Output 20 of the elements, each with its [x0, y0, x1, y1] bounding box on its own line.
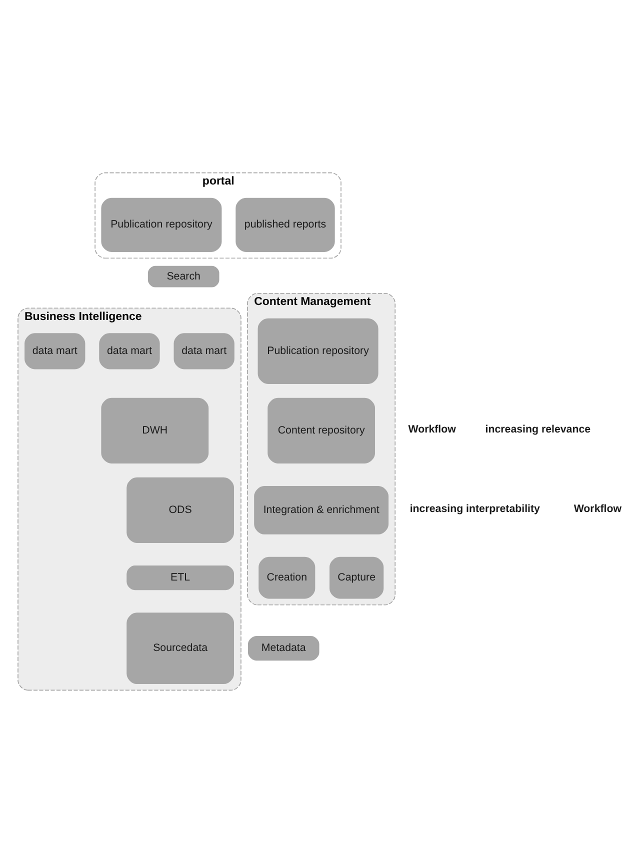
node-box: DWH — [101, 398, 209, 464]
node-box: data mart — [24, 333, 86, 370]
label: increasing relevance — [485, 424, 591, 436]
node-box: Publication repository — [258, 318, 378, 384]
node-box: published reports — [236, 198, 335, 252]
node-box: Search — [148, 266, 220, 288]
node-box: Content repository — [268, 398, 376, 464]
node-box: Publication repository — [101, 198, 222, 252]
node-box: Integration & enrichment — [254, 486, 389, 534]
label: increasing interpretability — [410, 503, 540, 516]
label: Workflow — [408, 424, 456, 436]
node-box: data mart — [99, 333, 160, 370]
node-box: Creation — [258, 556, 316, 599]
label: Workflow — [574, 503, 622, 516]
node-box: data mart — [174, 333, 234, 370]
node-box: ETL — [126, 566, 234, 590]
node-box: Sourcedata — [126, 612, 234, 684]
node-box: ODS — [126, 477, 234, 543]
node-box: Metadata — [248, 636, 320, 661]
node-box: Capture — [330, 556, 384, 599]
